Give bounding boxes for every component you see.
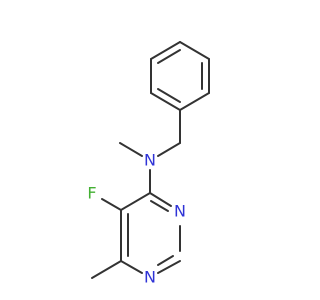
benzene-ring (150, 41, 210, 111)
bond-benzene-4 (179, 92, 210, 111)
bond-c2-n1-outer (157, 260, 181, 274)
bond-c5-fluorine (101, 198, 122, 211)
fluorine-label: F (87, 184, 96, 203)
bond-amine-methyl (119, 142, 143, 157)
pyrimidine-ring (120, 192, 181, 274)
pyrimidine-n3-label: N (174, 202, 186, 221)
amine-nitrogen-label: N (144, 151, 156, 170)
bond-benzene-2 (179, 41, 210, 60)
bond-benzene-inner-1 (157, 49, 181, 64)
bond-benzene-1 (150, 41, 181, 60)
molecule-structure: N F N N (87, 41, 210, 287)
pyrimidine-n1-label: N (144, 268, 156, 287)
bond-benzene-inner-3 (157, 88, 181, 103)
bond-c4-n3-double (150, 200, 169, 212)
bond-c2-n1-double (157, 255, 174, 266)
bond-n1-c6 (120, 260, 143, 274)
bond-c4-n3 (149, 192, 172, 207)
bond-c6-methyl (91, 260, 122, 279)
bond-benzene-5 (150, 92, 181, 111)
bond-c5-c4 (120, 192, 151, 211)
bond-ch2-to-amine (157, 142, 181, 157)
